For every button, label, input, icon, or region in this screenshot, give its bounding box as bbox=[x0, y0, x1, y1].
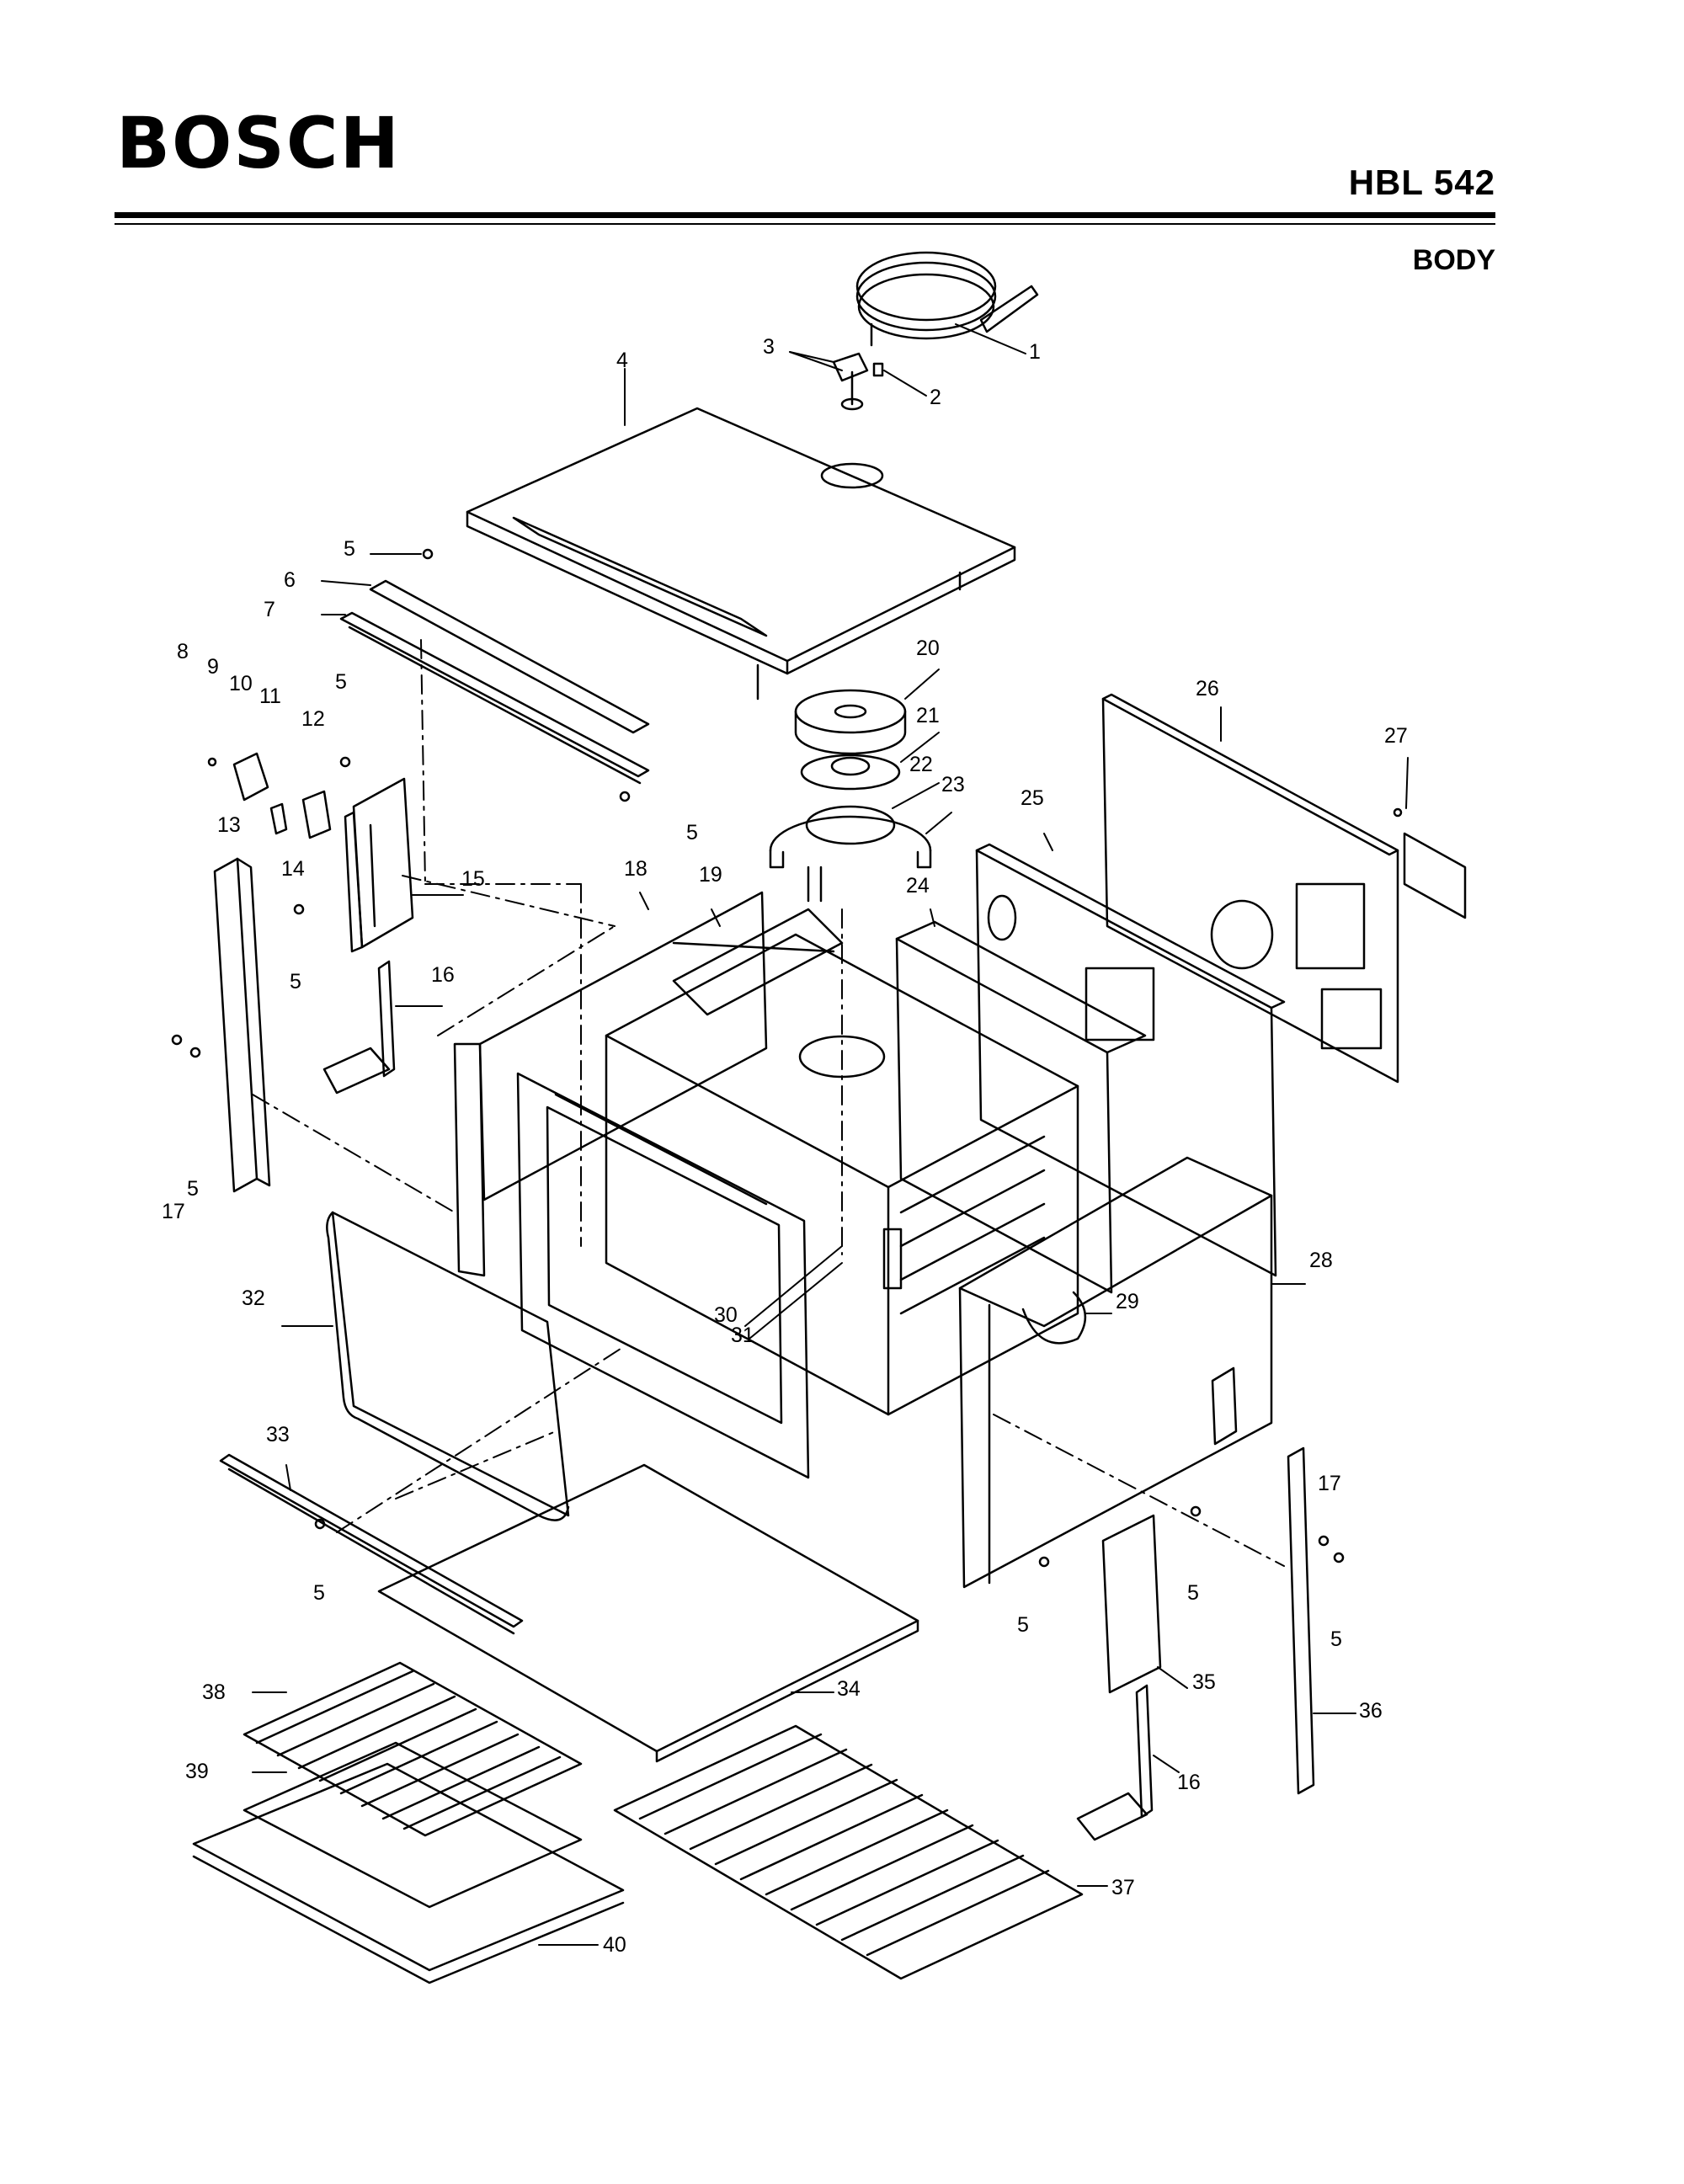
part-40-wire-rack bbox=[192, 1762, 625, 1984]
callout-7: 7 bbox=[264, 598, 275, 621]
part-29-cable bbox=[1021, 1291, 1087, 1345]
callout-39: 39 bbox=[185, 1760, 209, 1783]
callout-8: 8 bbox=[177, 640, 189, 663]
part-10-switch bbox=[207, 752, 332, 839]
callout-17-right: 17 bbox=[1318, 1472, 1341, 1495]
callout-5-h: 5 bbox=[1187, 1581, 1199, 1605]
callout-12: 12 bbox=[301, 707, 325, 731]
part-13-left-rail bbox=[213, 857, 271, 1193]
part-25-rear-wall bbox=[975, 843, 1286, 1277]
part-28-right-panel bbox=[958, 1156, 1273, 1589]
callout-25: 25 bbox=[1021, 786, 1044, 810]
callout-26: 26 bbox=[1196, 677, 1219, 700]
callout-6: 6 bbox=[284, 568, 296, 592]
callout-33: 33 bbox=[266, 1423, 290, 1446]
header-rule-thick bbox=[115, 212, 1495, 218]
callout-14: 14 bbox=[281, 857, 305, 881]
callout-5-e: 5 bbox=[187, 1177, 199, 1201]
screws bbox=[171, 548, 1403, 1568]
callout-5-c: 5 bbox=[686, 821, 698, 844]
callout-4: 4 bbox=[616, 349, 628, 372]
callout-5-d: 5 bbox=[290, 970, 301, 993]
part-7-strip bbox=[339, 611, 650, 785]
callout-1: 1 bbox=[1029, 340, 1041, 364]
callout-5-f: 5 bbox=[313, 1581, 325, 1605]
callout-18: 18 bbox=[624, 857, 647, 881]
callout-32: 32 bbox=[242, 1286, 265, 1310]
brand-logo: BOSCH bbox=[116, 102, 401, 184]
callout-17-left: 17 bbox=[162, 1200, 185, 1223]
part-19-oven-cavity bbox=[605, 908, 1079, 1416]
header-rule-thin bbox=[115, 223, 1495, 225]
callout-19: 19 bbox=[699, 863, 722, 887]
part-18-left-panel bbox=[453, 891, 768, 1277]
part-4-top-cover bbox=[466, 407, 1016, 700]
callout-35: 35 bbox=[1192, 1670, 1216, 1694]
callout-11: 11 bbox=[259, 684, 281, 708]
callout-21: 21 bbox=[916, 704, 940, 727]
callout-labels: 1 2 3 4 5 6 7 8 9 10 11 12 5 13 14 15 5 … bbox=[162, 335, 1408, 1957]
alignment-lines bbox=[252, 639, 1285, 1567]
front-frame bbox=[516, 1072, 810, 1479]
callout-40: 40 bbox=[603, 1933, 626, 1957]
part-36-right-rail bbox=[1287, 1446, 1315, 1795]
part-37-oven-shelf bbox=[613, 1724, 1084, 1980]
callout-5-g: 5 bbox=[1017, 1613, 1029, 1637]
callout-27: 27 bbox=[1384, 724, 1408, 748]
callout-5-i: 5 bbox=[1330, 1627, 1342, 1651]
callout-22: 22 bbox=[909, 753, 933, 776]
part-35-right-bracket bbox=[1101, 1514, 1162, 1694]
part-16-runner-right bbox=[1076, 1684, 1154, 1841]
part-33-bottom-rail bbox=[219, 1453, 524, 1635]
callout-9: 9 bbox=[207, 655, 219, 679]
part-32-door-frame bbox=[326, 1211, 570, 1521]
part-1-door-seal bbox=[855, 251, 1039, 340]
leader-lines bbox=[252, 323, 1409, 1946]
callout-5-top: 5 bbox=[344, 537, 355, 561]
callout-5-b: 5 bbox=[335, 670, 347, 694]
callout-16-right: 16 bbox=[1177, 1771, 1201, 1794]
callout-31: 31 bbox=[731, 1324, 754, 1347]
callout-34: 34 bbox=[837, 1677, 861, 1701]
part-26-back-plate bbox=[1101, 693, 1399, 1084]
section-title: BODY bbox=[1412, 244, 1495, 276]
callout-36: 36 bbox=[1359, 1699, 1383, 1723]
callout-3: 3 bbox=[763, 335, 775, 359]
part-6-strip bbox=[369, 579, 650, 734]
model-number: HBL 542 bbox=[1348, 162, 1495, 202]
part-22-23-heating-element bbox=[769, 805, 932, 903]
callout-10: 10 bbox=[229, 672, 253, 695]
part-21-fan-wheel bbox=[800, 754, 901, 791]
part-34-bottom-plate bbox=[377, 1463, 919, 1763]
callout-23: 23 bbox=[941, 773, 965, 796]
callout-28: 28 bbox=[1309, 1249, 1333, 1272]
callout-30: 30 bbox=[714, 1303, 738, 1327]
callout-38: 38 bbox=[202, 1681, 226, 1704]
part-24-rear-panel bbox=[895, 920, 1147, 1294]
callout-29: 29 bbox=[1116, 1290, 1139, 1313]
callout-37: 37 bbox=[1111, 1876, 1135, 1899]
part-27-cover-plate bbox=[1403, 832, 1467, 919]
callout-24: 24 bbox=[906, 874, 930, 898]
callout-13: 13 bbox=[217, 813, 241, 837]
part-16-runner-left bbox=[322, 960, 396, 1095]
part-38-grill-tray bbox=[242, 1661, 583, 1837]
part-39-drip-tray bbox=[242, 1741, 583, 1909]
callout-2: 2 bbox=[930, 386, 941, 409]
part-20-fan-cover bbox=[794, 689, 907, 755]
callout-15: 15 bbox=[461, 867, 485, 891]
part-3-bracket bbox=[832, 322, 884, 411]
callout-16-left: 16 bbox=[431, 963, 455, 987]
part-15-bracket bbox=[344, 777, 414, 953]
callout-20: 20 bbox=[916, 637, 940, 660]
